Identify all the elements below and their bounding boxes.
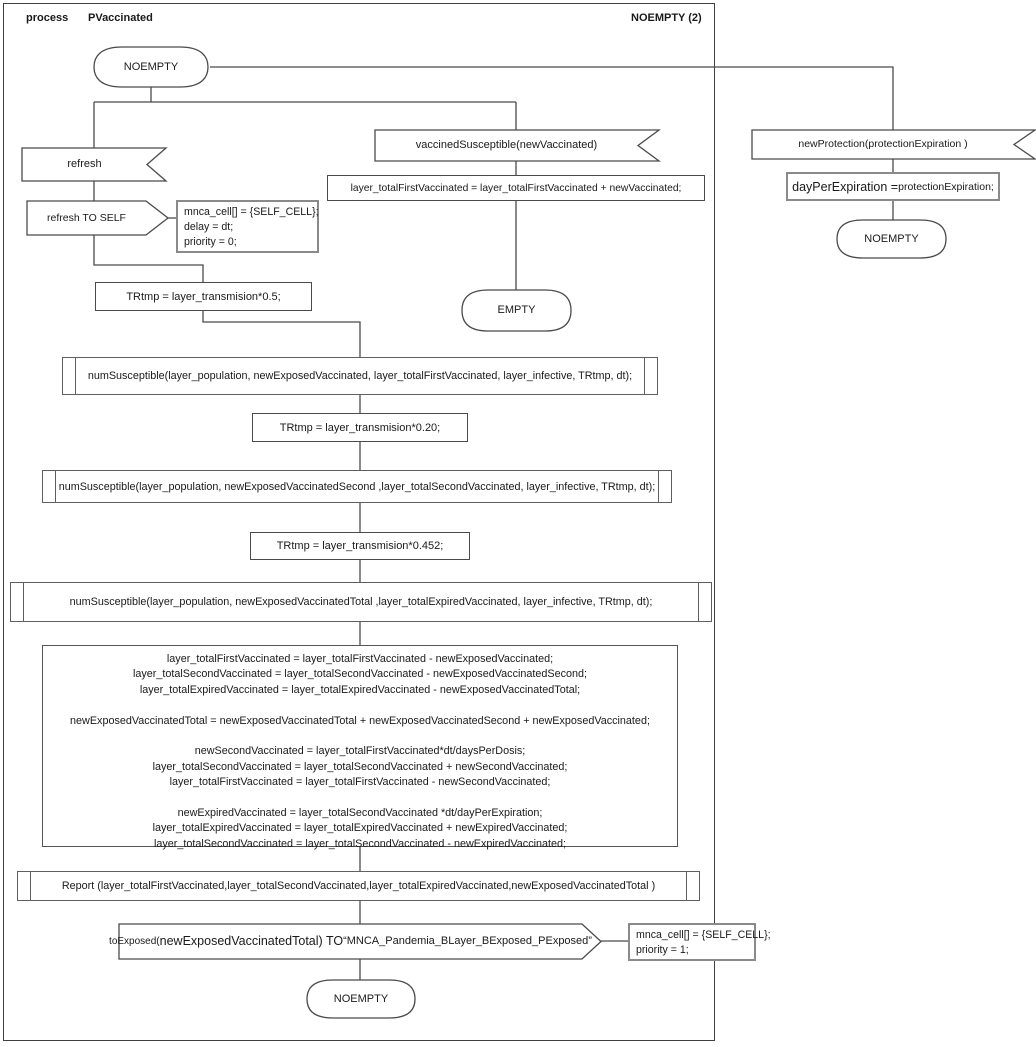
state-noempty-top-label: NOEMPTY	[123, 60, 179, 73]
mnca-self-line1: mnca_cell[] = {SELF_CELL};	[184, 206, 319, 218]
assign-trtmp-020-box[interactable]: TRtmp = layer_transmision*0.20;	[252, 413, 468, 442]
state-empty-shape[interactable]	[461, 289, 572, 332]
flag-vaccined-susceptible-label: vaccinedSusceptible(newVaccinated)	[415, 139, 598, 151]
process-keyword-label: process	[26, 12, 69, 24]
big-assignment-block[interactable]: layer_totalFirstVaccinated = layer_total…	[42, 645, 678, 850]
proc-num-susceptible-1[interactable]: numSusceptible(layer_population, newExpo…	[62, 357, 658, 395]
flag-refresh-to-self-label: refresh TO SELF	[47, 211, 126, 224]
flag-refresh-label: refresh	[67, 158, 102, 170]
flag-refresh-to-self-shape[interactable]	[26, 200, 170, 236]
state-noempty-right-label: NOEMPTY	[864, 232, 919, 245]
mnca-self-line3: priority = 0;	[184, 236, 237, 248]
mnca-self-line2: delay = dt;	[184, 221, 234, 233]
process-name-label: PVaccinated	[88, 12, 153, 24]
flag-refresh-shape[interactable]	[21, 147, 168, 182]
assign-line: newSecondVaccinated = layer_totalFirstVa…	[194, 745, 526, 758]
assign-line	[43, 698, 677, 713]
flag-vaccined-susceptible-shape[interactable]	[374, 129, 661, 162]
assign-line: newExposedVaccinatedTotal = newExposedVa…	[70, 714, 650, 727]
process-boundary-rect[interactable]	[3, 3, 715, 1041]
assign-day-per-expiration-box[interactable]: dayPerExpiration = protectionExpiration;	[786, 172, 1000, 201]
assign-line: layer_totalSecondVaccinated = layer_tota…	[132, 668, 588, 681]
assign-line: layer_totalExpiredVaccinated = layer_tot…	[139, 683, 581, 696]
assign-trtmp-05-box[interactable]: TRtmp = layer_transmision*0.5;	[95, 282, 312, 311]
proc-report[interactable]: Report (layer_totalFirstVaccinated,layer…	[17, 871, 700, 901]
flag-new-protection-shape[interactable]	[751, 129, 1036, 160]
to-exposed-target-name: “MNCA_Pandemia_BLayer_BExposed_PExposed”	[343, 935, 592, 947]
state-noempty-bottom-label: NOEMPTY	[333, 992, 389, 1005]
flag-new-protection-label: newProtection(protectionExpiration )	[798, 138, 968, 150]
to-exposed-call-arg: newExposedVaccinatedTotal) TO	[159, 934, 344, 948]
assign-first-vaccinated-box[interactable]: layer_totalFirstVaccinated = layer_total…	[327, 175, 705, 201]
mnca-exposed-line1: mnca_cell[] = {SELF_CELL};	[636, 929, 771, 941]
mnca-cell-exposed-box[interactable]: mnca_cell[] = {SELF_CELL}; priority = 1;	[628, 923, 771, 961]
flag-to-exposed-label: toExposed(newExposedVaccinatedTotal) TO …	[109, 924, 592, 959]
proc-num-susceptible-3[interactable]: numSusceptible(layer_population, newExpo…	[10, 582, 712, 622]
mnca-cell-self-box[interactable]: mnca_cell[] = {SELF_CELL}; delay = dt; p…	[176, 200, 319, 253]
state-noempty-bottom-shape[interactable]	[306, 979, 416, 1019]
assign-line	[43, 729, 677, 744]
assign-line: layer_totalExpiredVaccinated = layer_tot…	[152, 822, 568, 835]
flag-to-exposed-shape[interactable]	[118, 923, 602, 960]
state-indicator-label: NOEMPTY (2)	[631, 12, 702, 24]
day-per-expiration-lhs: dayPerExpiration =	[792, 179, 899, 194]
proc-num-susceptible-2[interactable]: numSusceptible(layer_population, newExpo…	[42, 470, 672, 503]
to-exposed-call-prefix: toExposed(	[109, 936, 160, 947]
assign-line: newExpiredVaccinated = layer_totalSecond…	[177, 806, 543, 819]
assign-line: layer_totalSecondVaccinated = layer_tota…	[152, 760, 568, 773]
state-noempty-top-shape[interactable]	[93, 46, 209, 88]
assign-line: layer_totalSecondVaccinated = layer_tota…	[153, 837, 567, 850]
state-empty-label: EMPTY	[497, 304, 536, 316]
state-noempty-right-shape[interactable]	[836, 219, 947, 259]
connector-lines	[93, 66, 894, 980]
assign-trtmp-0452-box[interactable]: TRtmp = layer_transmision*0.452;	[250, 532, 470, 560]
assign-line: layer_totalFirstVaccinated = layer_total…	[166, 653, 554, 665]
assign-line	[43, 791, 677, 806]
assign-line: layer_totalFirstVaccinated = layer_total…	[169, 776, 551, 789]
day-per-expiration-rhs: protectionExpiration;	[898, 180, 994, 193]
mnca-exposed-line2: priority = 1;	[636, 944, 689, 956]
